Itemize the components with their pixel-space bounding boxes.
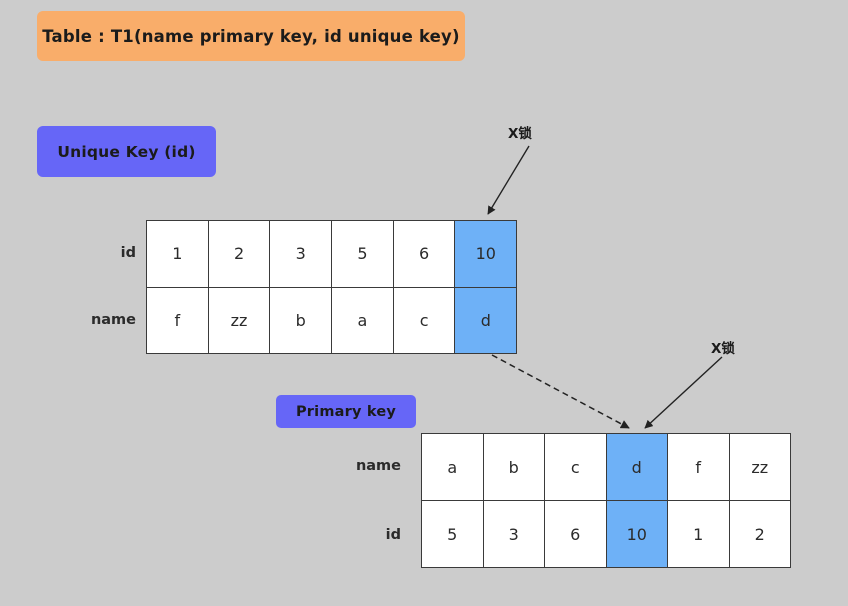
x-lock-arrow-top: [487, 145, 530, 215]
cell: 5: [331, 220, 394, 288]
table-definition-banner: Table : T1(name primary key, id unique k…: [37, 11, 465, 61]
cell: f: [146, 286, 209, 354]
cell: f: [667, 433, 730, 501]
cell: a: [421, 433, 484, 501]
cell: b: [482, 433, 545, 501]
cell: 6: [544, 500, 607, 568]
cell-highlighted: d: [605, 433, 668, 501]
cell: c: [392, 286, 456, 354]
x-lock-label-bottom: X锁: [711, 341, 735, 357]
table-row: 1 2 3 5 6 10: [146, 220, 518, 288]
x-lock-label-top: X锁: [508, 126, 532, 142]
unique-key-badge: Unique Key (id): [37, 126, 216, 177]
x-lock-arrow-bottom: [644, 356, 723, 429]
cell: c: [544, 433, 607, 501]
cell: a: [331, 286, 394, 354]
cell-highlighted: d: [454, 286, 518, 354]
primary-key-badge: Primary key: [276, 395, 416, 428]
table-row: 5 3 6 10 1 2: [421, 500, 791, 568]
cell: zz: [207, 286, 271, 354]
cell: 6: [392, 220, 456, 288]
unique-index-row-label-id: id: [120, 245, 136, 261]
cell-highlighted: 10: [454, 220, 518, 288]
index-link-dashed-arrow: [491, 354, 630, 429]
primary-index-row-label-name: name: [355, 458, 401, 474]
cell: 3: [269, 220, 333, 288]
cell: 2: [728, 500, 791, 568]
cell: zz: [728, 433, 791, 501]
cell-highlighted: 10: [605, 500, 668, 568]
unique-index-row-label-name: name: [90, 312, 136, 328]
primary-index-row-label-id: id: [385, 527, 401, 543]
cell: 1: [667, 500, 730, 568]
cell: b: [269, 286, 333, 354]
unique-index-grid: 1 2 3 5 6 10 f zz b a c d: [146, 220, 518, 354]
cell: 3: [482, 500, 545, 568]
cell: 5: [421, 500, 484, 568]
primary-index-grid: a b c d f zz 5 3 6 10 1 2: [421, 433, 791, 568]
cell: 2: [207, 220, 271, 288]
table-row: f zz b a c d: [146, 286, 518, 354]
table-row: a b c d f zz: [421, 433, 791, 501]
cell: 1: [146, 220, 209, 288]
